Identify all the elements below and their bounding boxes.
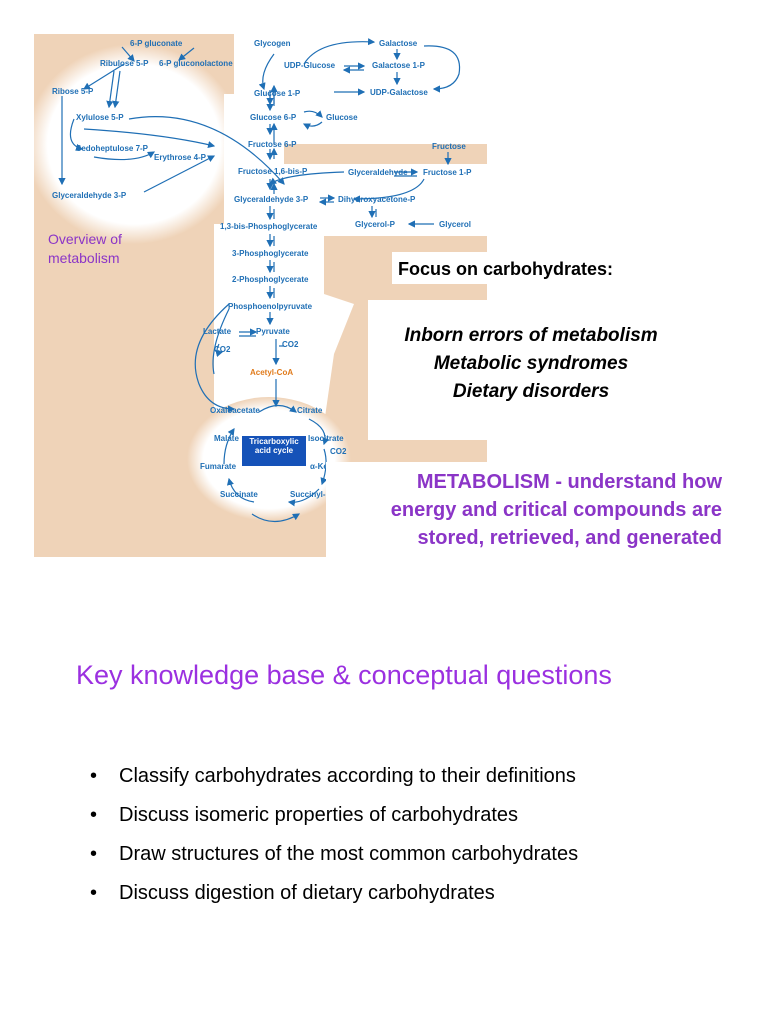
label-citrate: Citrate [297,406,323,415]
label-ribulose-5p: Ribulose 5-P [100,59,149,68]
label-acetyl-coa: Acetyl-CoA [250,368,294,377]
list-item: • Draw structures of the most common carb… [90,843,578,882]
label-pyruvate: Pyruvate [256,327,290,336]
question-list: • Classify carbohydrates according to the… [90,765,578,921]
list-item-text: Classify carbohydrates according to thei… [119,765,576,787]
label-fructose-6p: Fructose 6-P [248,140,297,149]
pentose-highlight [34,44,242,244]
focus-item-dietary-disorders: Dietary disorders [452,381,610,402]
label-tca-cycle: Tricarboxylic acid cycle [249,437,299,455]
metabolism-line-3: stored, retrieved, and generated [417,527,722,549]
focus-item-metabolic-syndromes: Metabolic syndromes [433,353,629,374]
label-glucose: Glucose [326,113,358,122]
metabolism-panel [326,462,726,557]
focus-item-inborn-errors: Inborn errors of metabolism [404,325,658,346]
label-udp-galactose: UDP-Galactose [370,88,428,97]
focus-list-panel [368,300,698,440]
label-galactose-1p: Galactose 1-P [372,61,425,70]
tca-cycle-box [242,436,306,466]
label-glycogen: Glycogen [254,39,291,48]
label-glyceraldehyde: Glyceraldehyde [348,168,408,177]
label-galactose: Galactose [379,39,418,48]
metabolism-line-2: energy and critical compounds are [390,499,722,521]
label-lactate: Lactate [203,327,232,336]
label-13-bpg: 1,3-bis-Phosphoglycerate [220,222,318,231]
label-oxaloacetate: Oxaloacetate [210,406,260,415]
label-ribose-5p: Ribose 5-P [52,87,94,96]
focus-title: Focus on carbohydrates: [398,259,614,279]
list-item: • Classify carbohydrates according to the… [90,765,578,804]
label-succinyl-coa: Succinyl-CoA [290,490,343,499]
label-co2-b: CO2 [282,340,299,349]
label-glucose-6p: Glucose 6-P [250,113,297,122]
key-knowledge-heading: Key knowledge base & conceptual question… [76,660,612,690]
list-item-text: Draw structures of the most common carbo… [119,843,579,865]
label-glucose-1p: Glucose 1-P [254,89,301,98]
label-succinate: Succinate [220,490,258,499]
bullet-icon: • [90,804,98,826]
metabolism-pathway-figure: 6-P gluconate Ribulose 5-P 6-P gluconola… [34,34,487,557]
label-fructose-1p: Fructose 1-P [423,168,472,177]
metabolism-line-1: METABOLISM - understand how [416,471,722,493]
label-sedoheptulose-7p: Sedoheptulose 7-P [76,144,149,153]
bullet-icon: • [90,843,98,865]
label-3-phosphoglycerate: 3-Phosphoglycerate [232,249,309,258]
label-malate: Malate [214,434,239,443]
list-item: • Discuss isomeric properties of carbohyd… [90,804,578,843]
list-item-text: Discuss isomeric properties of carbohydr… [119,804,519,826]
label-glycerol: Glycerol [439,220,472,229]
list-item-text: Discuss digestion of dietary carbohydrat… [119,882,495,904]
label-udp-glucose: UDP-Glucose [284,61,336,70]
label-2-phosphoglycerate: 2-Phosphoglycerate [232,275,309,284]
label-fumarate: Fumarate [200,462,237,471]
label-xylulose-5p: Xylulose 5-P [76,113,124,122]
label-fructose: Fructose [432,142,466,151]
label-erythrose-4p: Erythrose 4-P [154,153,207,162]
label-glyceraldehyde-3p-left: Glyceraldehyde 3-P [52,191,127,200]
bullet-icon: • [90,882,98,904]
label-dhap: Dihydroxyacetone-P [338,195,416,204]
overview-caption: Overview of metabolism [48,231,122,266]
focus-panel [392,252,692,284]
label-phosphoenolpyruvate: Phosphoenolpyruvate [228,302,313,311]
label-6p-gluconate: 6-P gluconate [130,39,183,48]
label-glycerol-p: Glycerol-P [355,220,396,229]
label-fructose-16bisp: Fructose 1,6-bis-P [238,167,308,176]
pathway-arrows [34,34,487,523]
label-co2-c: CO2 [330,447,347,456]
label-glyceraldehyde-3p: Glyceraldehyde 3-P [234,195,309,204]
bullet-icon: • [90,765,98,787]
label-co2-a: CO2 [214,345,231,354]
list-item: • Discuss digestion of dietary carbohydra… [90,882,578,921]
label-6p-gluconolactone: 6-P gluconolactone [159,59,233,68]
label-isocitrate: Isocitrate [308,434,344,443]
